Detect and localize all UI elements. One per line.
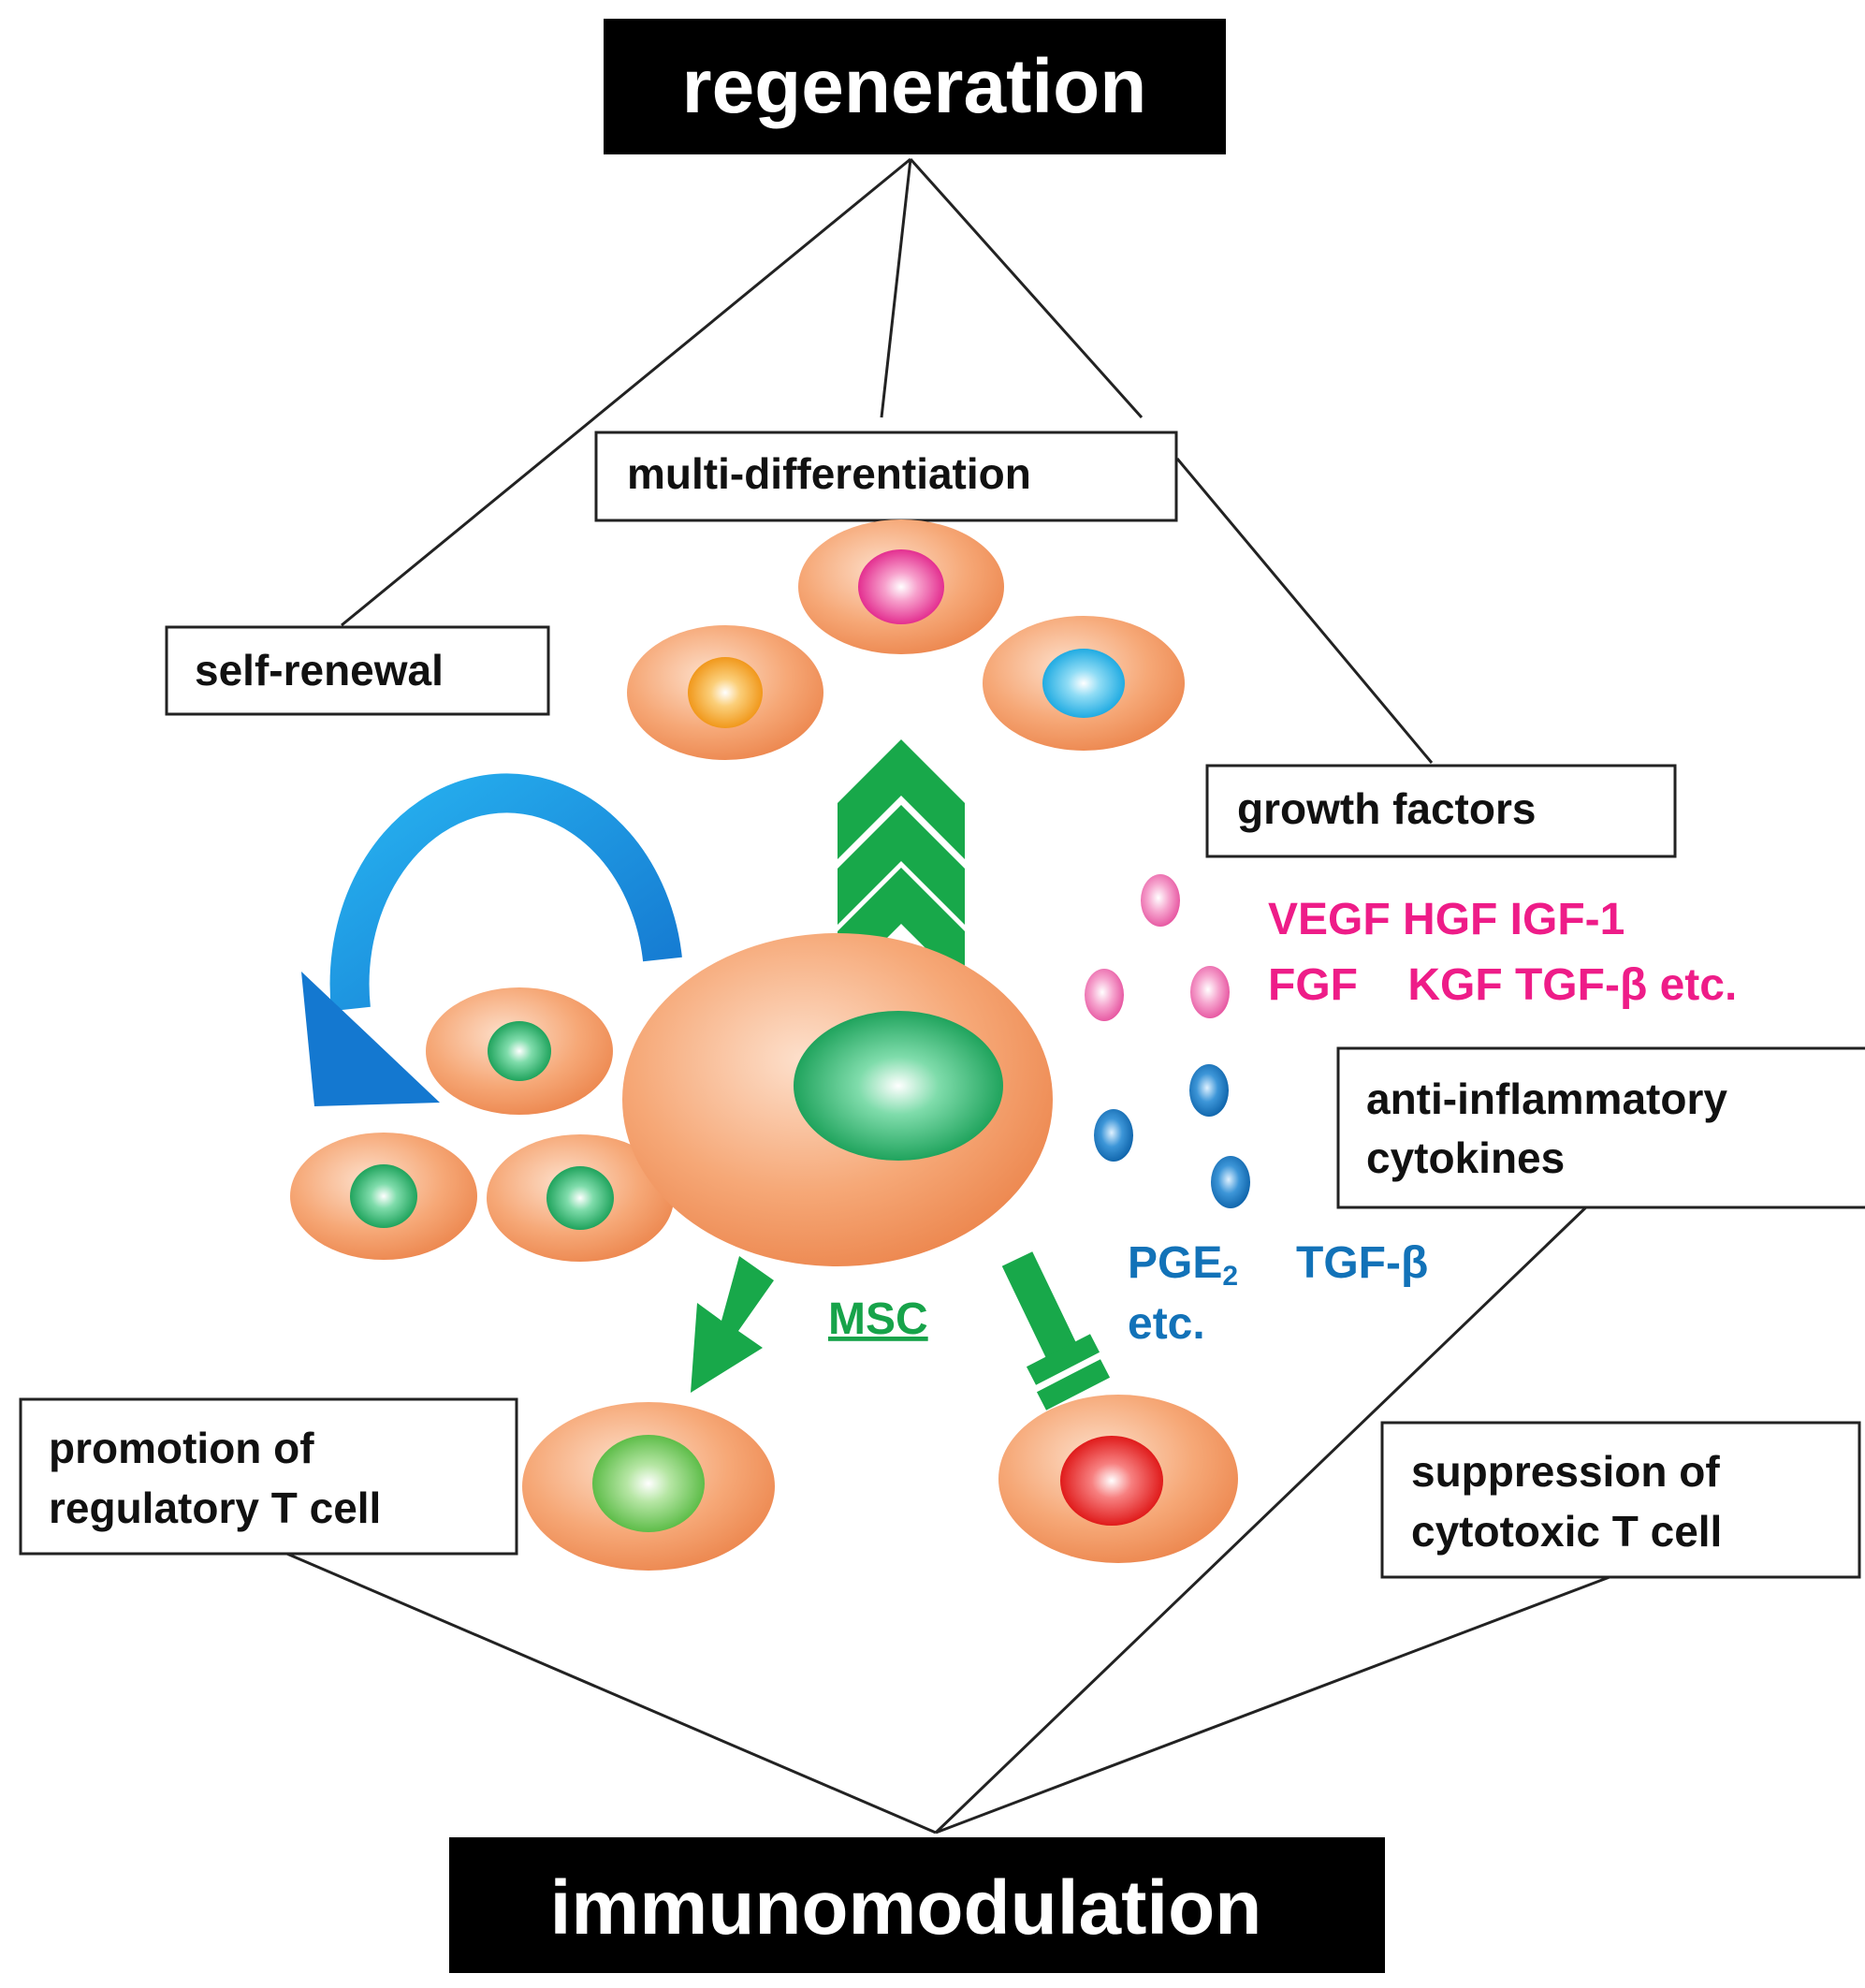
cytokine-molecule: [1189, 1064, 1229, 1117]
cytokine-pge-label: PGE: [1128, 1238, 1222, 1288]
growth-factor-list-line-2: FGF KGF TGF-β etc.: [1268, 960, 1737, 1010]
cytokine-molecules: [1094, 1064, 1250, 1208]
self-renewal-label: self-renewal: [195, 646, 444, 694]
self-renewed-cell-1: [426, 987, 613, 1115]
anti-inflammatory-label-line-2: cytokines: [1366, 1133, 1565, 1182]
differentiation-chevron-arrow: [838, 739, 965, 987]
msc-label: MSC: [828, 1294, 928, 1344]
self-renewed-cell-2: [290, 1133, 477, 1260]
cytokine-pge: PGE2: [1128, 1238, 1238, 1292]
anti-inflammatory-label-line-1: anti-inflammatory: [1366, 1074, 1727, 1123]
self-renewal-box: self-renewal: [165, 625, 550, 716]
suppression-box: suppression of cytotoxic T cell: [1380, 1421, 1861, 1579]
cytotoxic-t-cell: [998, 1395, 1238, 1563]
anti-inflammatory-box: anti-inflammatory cytokines: [1336, 1046, 1865, 1209]
cytokine-tgf-beta: TGF-β: [1296, 1238, 1428, 1288]
multi-differentiation-box: multi-differentiation: [594, 431, 1178, 522]
suppression-label-line-1: suppression of: [1411, 1447, 1720, 1496]
cytokine-molecule: [1211, 1156, 1250, 1208]
differentiated-cell-cyan: [983, 616, 1185, 751]
multi-differentiation-label: multi-differentiation: [627, 449, 1031, 498]
line-regeneration-self-renewal: [341, 157, 911, 627]
cytokine-etc: etc.: [1128, 1299, 1205, 1349]
msc-cell: [622, 933, 1053, 1266]
promotion-box: promotion of regulatory T cell: [19, 1397, 518, 1556]
differentiated-cell-orange: [627, 625, 823, 760]
regeneration-title: regeneration: [604, 19, 1226, 154]
suppression-label-line-2: cytotoxic T cell: [1411, 1507, 1722, 1556]
inhibition-marker: [1001, 1251, 1111, 1411]
cytokine-pge-subscript: 2: [1222, 1261, 1238, 1292]
promotion-label-line-1: promotion of: [49, 1424, 314, 1472]
line-multi-differentiation-growth-factors: [1175, 458, 1434, 764]
growth-factor-list-line-1: VEGF HGF IGF-1: [1268, 895, 1625, 944]
regeneration-title-text: regeneration: [682, 44, 1147, 129]
line-anti-inflammatory-immunomodulation: [934, 1201, 1593, 1835]
self-renewed-cell-3: [487, 1134, 674, 1262]
connector-lines: [275, 157, 1610, 1835]
promotion-arrow: [691, 1256, 774, 1393]
growth-factors-label: growth factors: [1237, 784, 1536, 833]
self-renewal-circular-arrow: [301, 773, 682, 1106]
line-regeneration-growth-factors: [909, 157, 1144, 419]
differentiated-cell-pink: [798, 519, 1004, 654]
immunomodulation-title-text: immunomodulation: [550, 1865, 1262, 1951]
growth-factor-molecules: [1085, 874, 1230, 1021]
regulatory-t-cell: [522, 1402, 775, 1571]
cytokine-molecule: [1094, 1109, 1133, 1162]
promotion-label-line-2: regulatory T cell: [49, 1484, 381, 1532]
line-suppression-immunomodulation: [935, 1575, 1610, 1835]
line-promotion-immunomodulation: [275, 1547, 937, 1835]
growth-factor-molecule: [1190, 966, 1230, 1018]
line-regeneration-multi-differentiation: [880, 158, 912, 418]
growth-factors-box: growth factors: [1205, 764, 1677, 858]
growth-factor-molecule: [1085, 969, 1124, 1021]
immunomodulation-title: immunomodulation: [449, 1837, 1385, 1973]
growth-factor-molecule: [1141, 874, 1180, 927]
